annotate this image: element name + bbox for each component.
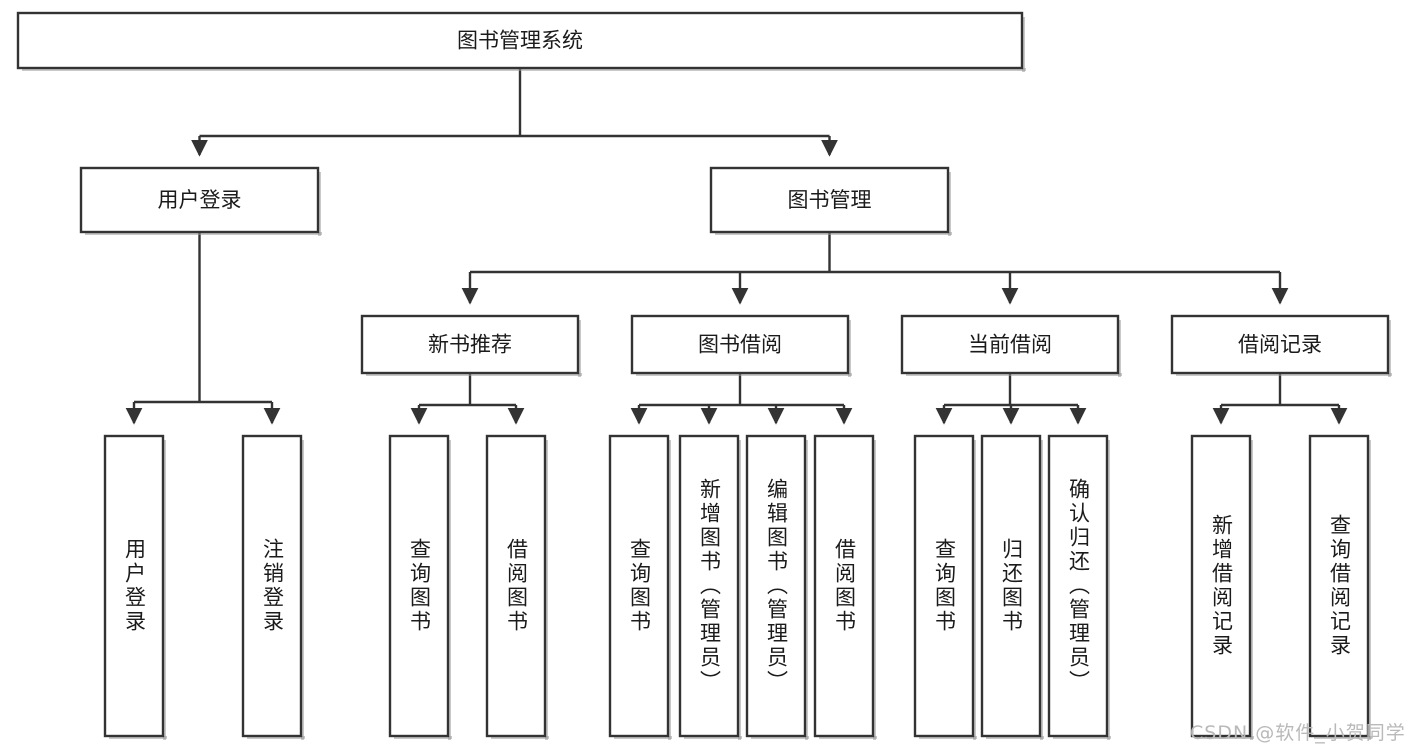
node-shadow — [394, 736, 452, 739]
node-shadow — [448, 440, 451, 740]
node-box-borrow-record[interactable] — [1170, 314, 1390, 375]
node-shadow — [1314, 736, 1372, 739]
node-shadow — [614, 736, 672, 739]
node-shadow — [1107, 440, 1110, 740]
node-box-leaf-edit-book[interactable] — [745, 434, 807, 738]
node-shadow — [1196, 736, 1254, 739]
node-shadow — [819, 736, 877, 739]
node-label-new-book-recommend: 新书推荐 — [428, 333, 512, 357]
node-shadow — [491, 736, 549, 739]
node-shadow — [668, 440, 671, 740]
connector-layer — [125, 68, 1348, 425]
csdn-watermark: CSDN @软件_小贺同学 — [1190, 722, 1405, 744]
node-shadow — [973, 440, 976, 740]
node-box-current-borrow[interactable] — [900, 314, 1120, 375]
node-shadow — [578, 320, 581, 377]
node-box-leaf-add-book[interactable] — [678, 434, 740, 738]
node-box-book-borrow[interactable] — [630, 314, 850, 375]
node-box-leaf-logout[interactable] — [241, 434, 303, 738]
node-box-leaf-user-login[interactable] — [103, 434, 165, 738]
node-box-book-manage[interactable] — [709, 166, 950, 234]
node-label-root: 图书管理系统 — [457, 29, 583, 53]
node-shadow — [1053, 736, 1111, 739]
node-box-new-book-recommend[interactable] — [360, 314, 580, 375]
node-shadow — [751, 736, 809, 739]
node-shadow — [636, 373, 852, 376]
node-shadow — [948, 172, 951, 236]
node-shadow — [366, 373, 582, 376]
node-box-leaf-query-book-1[interactable] — [388, 434, 450, 738]
node-shadow — [919, 736, 977, 739]
node-shadow — [1388, 320, 1391, 377]
node-shadow — [848, 320, 851, 377]
node-shadow — [85, 232, 322, 235]
node-shadow — [906, 373, 1122, 376]
node-box-user-login[interactable] — [79, 166, 320, 234]
node-shadow — [805, 440, 808, 740]
node-shadow — [163, 440, 166, 740]
node-box-leaf-confirm-return[interactable] — [1047, 434, 1109, 738]
node-shadow — [301, 440, 304, 740]
node-shadow — [22, 68, 1026, 71]
node-shadow — [738, 440, 741, 740]
node-box-leaf-query-record[interactable] — [1308, 434, 1370, 738]
node-label-borrow-record: 借阅记录 — [1238, 333, 1322, 357]
node-shadow — [715, 232, 952, 235]
node-box-leaf-return-book[interactable] — [980, 434, 1042, 738]
node-shadow — [873, 440, 876, 740]
node-shadow — [545, 440, 548, 740]
node-shadow — [1118, 320, 1121, 377]
node-shadow — [109, 736, 167, 739]
node-shadow — [1040, 440, 1043, 740]
node-shadow — [318, 172, 321, 236]
node-box-layer — [16, 11, 1392, 740]
node-shadow — [1250, 440, 1253, 740]
node-box-leaf-query-book-3[interactable] — [913, 434, 975, 738]
node-shadow — [1368, 440, 1371, 740]
node-box-leaf-borrow-book-2[interactable] — [813, 434, 875, 738]
node-shadow — [986, 736, 1044, 739]
node-shadow — [1022, 17, 1025, 72]
node-box-root[interactable] — [16, 11, 1024, 70]
node-label-user-login: 用户登录 — [158, 188, 242, 212]
node-shadow — [1176, 373, 1392, 376]
node-label-book-manage: 图书管理 — [788, 188, 872, 212]
node-box-leaf-borrow-book-1[interactable] — [485, 434, 547, 738]
node-label-book-borrow: 图书借阅 — [698, 333, 782, 357]
node-box-leaf-query-book-2[interactable] — [608, 434, 670, 738]
node-box-leaf-add-record[interactable] — [1190, 434, 1252, 738]
node-label-current-borrow: 当前借阅 — [968, 333, 1052, 357]
node-shadow — [247, 736, 305, 739]
node-shadow — [684, 736, 742, 739]
